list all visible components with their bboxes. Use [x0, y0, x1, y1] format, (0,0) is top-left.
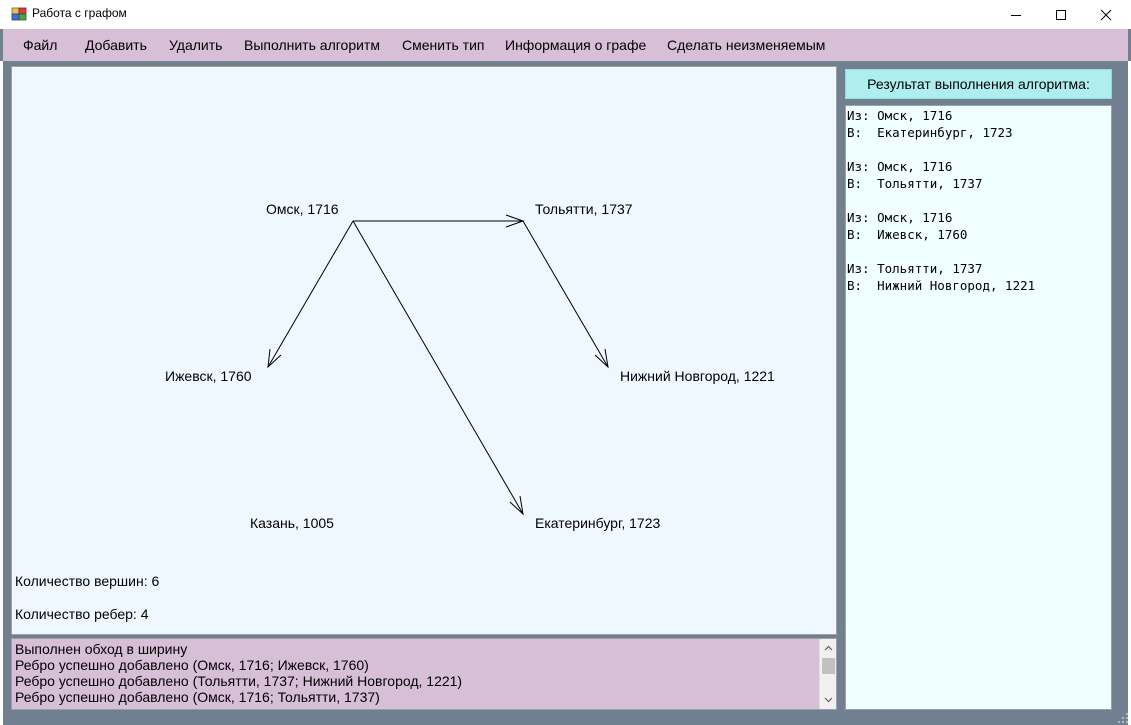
- result-line: Из: Омск, 1716: [847, 108, 953, 123]
- scroll-down-button[interactable]: [820, 691, 836, 708]
- maximize-icon: [1056, 9, 1066, 20]
- edge-arrowhead: [267, 348, 282, 369]
- result-textbox[interactable]: Из: Омск, 1716 В: Екатеринбург, 1723 Из:…: [845, 105, 1112, 710]
- node-label[interactable]: Ижевск, 1760: [165, 368, 252, 384]
- window-frame-left: [0, 61, 3, 725]
- node-label[interactable]: Нижний Новгород, 1221: [620, 368, 775, 384]
- result-line: Из: Омск, 1716: [847, 159, 953, 174]
- edge-omsk-ekaterinburg: [352, 220, 524, 515]
- log-line: Ребро успешно добавлено (Омск, 1716; Тол…: [15, 689, 380, 705]
- window-frame-right: [1128, 61, 1131, 725]
- node-label[interactable]: Омск, 1716: [266, 201, 339, 217]
- menu-add[interactable]: Добавить: [85, 37, 147, 53]
- log-line: Ребро успешно добавлено (Омск, 1716; Иже…: [15, 657, 369, 673]
- minimize-icon: [1011, 14, 1021, 16]
- node-label[interactable]: Екатеринбург, 1723: [535, 515, 661, 531]
- chevron-up-icon: [824, 645, 833, 650]
- window-title: Работа с графом: [32, 6, 127, 20]
- node-label[interactable]: Казань, 1005: [250, 515, 334, 531]
- scroll-up-button[interactable]: [820, 639, 836, 656]
- edge-omsk-izhevsk: [267, 220, 354, 368]
- edge-arrowhead: [594, 348, 609, 369]
- menu-make-immutable[interactable]: Сделать неизменяемым: [667, 37, 826, 53]
- close-icon: [1100, 9, 1112, 20]
- menu-delete[interactable]: Удалить: [169, 37, 223, 53]
- edge-tolyatti-nizhny: [522, 220, 609, 368]
- menu-run-algorithm[interactable]: Выполнить алгоритм: [244, 37, 380, 53]
- log-line: Ребро успешно добавлено (Тольятти, 1737;…: [15, 673, 463, 689]
- maximize-button[interactable]: [1038, 0, 1084, 29]
- result-line: Из: Омск, 1716: [847, 210, 953, 225]
- graph-edges: [267, 214, 609, 516]
- menu-graph-info[interactable]: Информация о графе: [505, 37, 647, 53]
- log-scrollbar[interactable]: [819, 639, 836, 709]
- vertex-count-label: Количество вершин: 6: [15, 573, 160, 589]
- result-header: Результат выполнения алгоритма:: [845, 69, 1112, 99]
- close-button[interactable]: [1083, 0, 1129, 29]
- menu-change-type[interactable]: Сменить тип: [402, 37, 485, 53]
- minimize-button[interactable]: [993, 0, 1039, 29]
- node-label[interactable]: Тольятти, 1737: [535, 201, 633, 217]
- menu-file[interactable]: Файл: [23, 37, 58, 53]
- edge-arrowhead: [509, 495, 524, 516]
- chevron-down-icon: [824, 697, 833, 702]
- result-line: В: Нижний Новгород, 1221: [847, 278, 1036, 293]
- result-line: В: Екатеринбург, 1723: [847, 125, 1013, 140]
- title-bar: Работа с графом: [0, 0, 1131, 29]
- edge-count-label: Количество ребер: 4: [15, 606, 149, 622]
- menu-bar: Файл Добавить Удалить Выполнить алгоритм…: [3, 29, 1128, 61]
- result-line: В: Тольятти, 1737: [847, 176, 983, 191]
- log-textbox[interactable]: Выполнен обход в ширину Ребро успешно до…: [11, 638, 837, 710]
- scroll-thumb[interactable]: [822, 658, 835, 674]
- resize-grip-icon[interactable]: [1117, 711, 1129, 723]
- app-icon: [11, 6, 27, 22]
- result-line: В: Ижевск, 1760: [847, 227, 968, 242]
- graph-canvas[interactable]: Омск, 1716 Тольятти, 1737 Ижевск, 1760 Н…: [11, 66, 837, 635]
- log-line: Выполнен обход в ширину: [15, 641, 188, 657]
- result-line: Из: Тольятти, 1737: [847, 261, 983, 276]
